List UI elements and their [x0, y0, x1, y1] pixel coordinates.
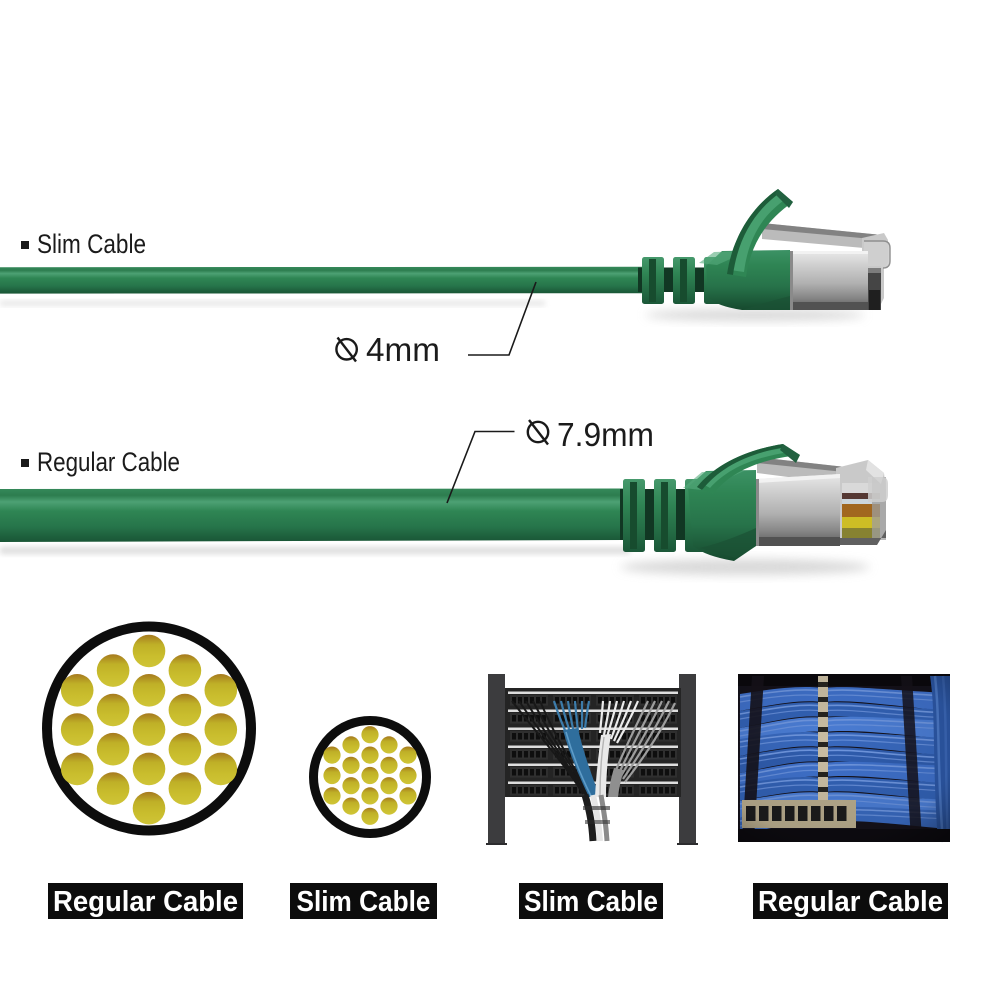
svg-text:7.9mm: 7.9mm: [557, 416, 654, 453]
svg-text:Regular Cable: Regular Cable: [37, 447, 180, 477]
svg-text:Slim Cable: Slim Cable: [297, 886, 431, 918]
svg-text:Regular Cable: Regular Cable: [53, 886, 238, 918]
svg-text:Slim Cable: Slim Cable: [37, 229, 146, 259]
svg-text:Slim Cable: Slim Cable: [524, 886, 658, 918]
svg-text:Regular Cable: Regular Cable: [758, 886, 943, 918]
svg-text:4mm: 4mm: [366, 331, 440, 368]
